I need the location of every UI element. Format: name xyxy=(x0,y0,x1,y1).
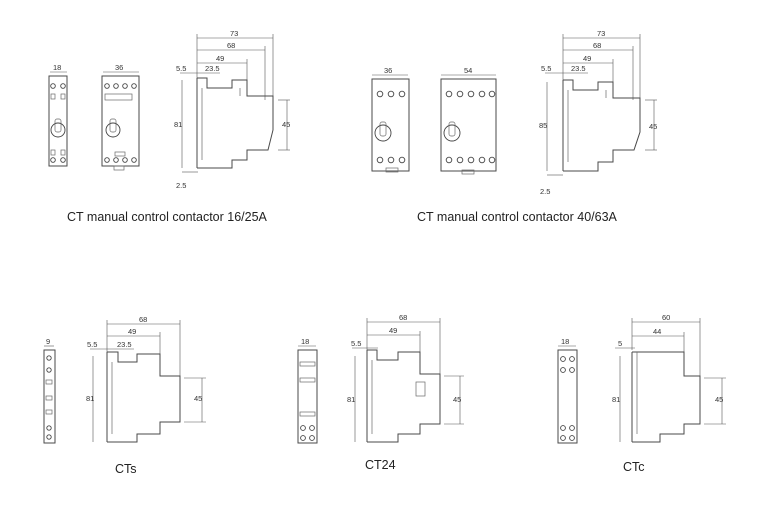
dim-49: 49 xyxy=(128,327,136,336)
dim-81: 81 xyxy=(347,395,355,404)
dim-18: 18 xyxy=(561,337,569,346)
dim-18: 18 xyxy=(53,63,61,72)
dim-45: 45 xyxy=(649,122,657,131)
dim-9: 9 xyxy=(46,337,50,346)
ct-40-63a-front-54: 54 xyxy=(440,66,497,175)
ctc-front-view: 18 xyxy=(557,337,578,444)
ctc-side-view: 60 44 5 81 45 xyxy=(612,313,726,443)
dim-5-5: 5.5 xyxy=(351,339,361,348)
dim-5-5: 5.5 xyxy=(87,340,97,349)
ct-40-63a-group: 36 54 73 68 49 5.5 23.5 85 xyxy=(371,29,657,224)
ct-16-25a-side-view: 73 68 49 5.5 23.5 81 45 2.5 xyxy=(174,29,290,190)
dim-36: 36 xyxy=(384,66,392,75)
dim-5: 5 xyxy=(618,339,622,348)
dim-73: 73 xyxy=(230,29,238,38)
dim-81: 81 xyxy=(174,120,182,129)
dim-68: 68 xyxy=(227,41,235,50)
caption-ct-16-25a: CT manual control contactor 16/25A xyxy=(67,210,268,224)
dim-44: 44 xyxy=(653,327,661,336)
dim-45: 45 xyxy=(282,120,290,129)
dim-2-5: 2.5 xyxy=(176,181,186,190)
ctc-group: 18 60 44 5 81 45 CTc xyxy=(557,313,726,474)
cts-side-view: 68 49 5.5 23.5 81 45 xyxy=(86,315,206,443)
dim-81: 81 xyxy=(86,394,94,403)
dim-49: 49 xyxy=(389,326,397,335)
cts-front-view: 9 xyxy=(43,337,56,444)
dim-23-5: 23.5 xyxy=(571,64,586,73)
ct24-group: 18 68 49 5.5 81 45 CT24 xyxy=(297,313,464,472)
ct-40-63a-side-view: 73 68 49 5.5 23.5 85 45 2.5 xyxy=(539,29,657,196)
dim-45: 45 xyxy=(194,394,202,403)
dim-45: 45 xyxy=(453,395,461,404)
ct-40-63a-front-36: 36 xyxy=(371,66,410,173)
dim-5-5: 5.5 xyxy=(541,64,551,73)
dim-5-5: 5.5 xyxy=(176,64,186,73)
dim-49: 49 xyxy=(216,54,224,63)
dim-73: 73 xyxy=(597,29,605,38)
dim-81: 81 xyxy=(612,395,620,404)
ct24-side-view: 68 49 5.5 81 45 xyxy=(347,313,464,443)
dim-54: 54 xyxy=(464,66,472,75)
dim-2-5: 2.5 xyxy=(540,187,550,196)
dim-85: 85 xyxy=(539,121,547,130)
ct24-front-view: 18 xyxy=(297,337,318,444)
dim-36: 36 xyxy=(115,63,123,72)
ct-16-25a-front-36: 36 xyxy=(101,63,140,171)
dim-68: 68 xyxy=(399,313,407,322)
dim-68: 68 xyxy=(593,41,601,50)
dim-23-5: 23.5 xyxy=(117,340,132,349)
dim-23-5: 23.5 xyxy=(205,64,220,73)
caption-ct-40-63a: CT manual control contactor 40/63A xyxy=(417,210,618,224)
cts-group: 9 68 49 5.5 23.5 81 45 CTs xyxy=(43,315,206,476)
ct-16-25a-group: 18 36 73 68 49 xyxy=(48,29,290,224)
caption-cts: CTs xyxy=(115,462,137,476)
dim-45: 45 xyxy=(715,395,723,404)
dim-68: 68 xyxy=(139,315,147,324)
caption-ctc: CTc xyxy=(623,460,645,474)
dim-18: 18 xyxy=(301,337,309,346)
dim-60: 60 xyxy=(662,313,670,322)
dim-49: 49 xyxy=(583,54,591,63)
caption-ct24: CT24 xyxy=(365,458,396,472)
ct-16-25a-front-18: 18 xyxy=(48,63,68,167)
